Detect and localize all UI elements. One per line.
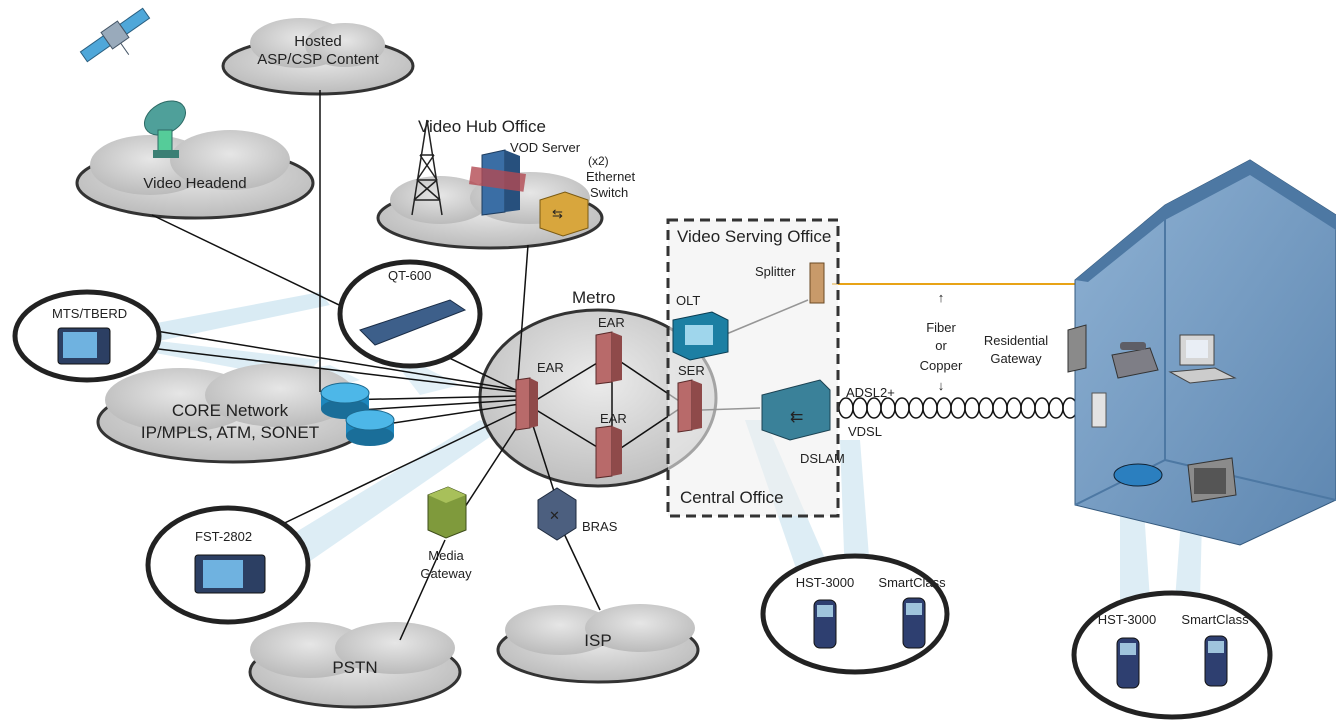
hosted-label-2: ASP/CSP Content: [257, 51, 379, 68]
bras-icon: ✕: [537, 487, 577, 541]
fst-bubble: FST-2802: [145, 505, 311, 625]
ethernet-switch-icon: ⇆: [539, 191, 589, 237]
mts-label: MTS/TBERD: [52, 306, 127, 321]
switch-label-3: Switch: [590, 185, 628, 200]
dslam-label: DSLAM: [800, 451, 845, 466]
switch-label-2: Ethernet: [586, 169, 636, 184]
cloud-core: CORE Network IP/MPLS, ATM, SONET: [96, 363, 370, 464]
bras-label: BRAS: [582, 519, 618, 534]
ear-top-icon: [595, 331, 622, 385]
ear-top-label: EAR: [598, 315, 625, 330]
fiber-label-1: Fiber: [926, 320, 956, 335]
central-office-label: Central Office: [680, 488, 784, 507]
tester-bubble-right: HST-3000 SmartClass: [1071, 590, 1273, 720]
remote-icon: [1113, 463, 1163, 487]
phone-icon: [1111, 342, 1159, 379]
switch-label-1: (x2): [588, 154, 609, 168]
radio-tower-icon: [411, 119, 443, 216]
residential-gateway-label-1: Residential: [984, 333, 1048, 348]
media-gateway-label-2: Gateway: [420, 566, 472, 581]
vod-server-label: VOD Server: [510, 140, 581, 155]
tester-bubble-left: HST-3000 SmartClass: [760, 553, 950, 675]
pstn-label: PSTN: [332, 658, 377, 677]
svg-text:⇆: ⇆: [552, 206, 563, 221]
fiber-label-3: Copper: [920, 358, 963, 373]
core-label-2: IP/MPLS, ATM, SONET: [141, 423, 319, 442]
cloud-video-headend: Video Headend: [75, 130, 315, 220]
adsl-label: ADSL2+: [846, 385, 895, 400]
satellite-icon: [79, 7, 151, 63]
residential-gateway-icon: [1067, 324, 1087, 373]
ear-left-label: EAR: [537, 360, 564, 375]
smartclass-right-label: SmartClass: [1181, 612, 1249, 627]
splitter-icon: [809, 262, 825, 304]
isp-label: ISP: [584, 631, 611, 650]
smartclass-left-label: SmartClass: [878, 575, 946, 590]
hst-right-label: HST-3000: [1098, 612, 1157, 627]
svg-text:✕: ✕: [549, 508, 560, 523]
hst-left-label: HST-3000: [796, 575, 855, 590]
satellite-dish-icon: [144, 100, 186, 158]
olt-icon: [672, 311, 729, 361]
ear-mid-icon: [595, 425, 622, 479]
olt-label: OLT: [676, 293, 700, 308]
media-gateway-label-1: Media: [428, 548, 464, 563]
media-gateway-icon: [427, 486, 467, 539]
ser-icon: [677, 379, 702, 433]
wall-jack-icon: [1091, 392, 1107, 428]
copper-coil: [838, 397, 1092, 419]
dslam-icon: ⇇: [761, 379, 831, 441]
fiber-arrow-down-icon: ↓: [938, 378, 945, 393]
tv-icon: [1187, 457, 1237, 503]
qt600-bubble: QT-600: [337, 259, 483, 369]
cloud-pstn: PSTN: [248, 622, 462, 709]
core-router-icon: [320, 382, 395, 446]
headend-label: Video Headend: [143, 175, 246, 192]
ear-mid-label: EAR: [600, 411, 627, 426]
video-serving-office-label: Video Serving Office: [677, 227, 831, 246]
video-hub-label: Video Hub Office: [418, 117, 546, 136]
cloud-hosted: Hosted ASP/CSP Content: [221, 18, 415, 96]
splitter-label: Splitter: [755, 264, 796, 279]
computer-icon: [1168, 334, 1237, 384]
residential-gateway-label-2: Gateway: [990, 351, 1042, 366]
qt600-label: QT-600: [388, 268, 431, 283]
vod-server-icon: [469, 149, 526, 216]
fiber-label-2: or: [935, 338, 947, 353]
fst-label: FST-2802: [195, 529, 252, 544]
ser-label: SER: [678, 363, 705, 378]
ear-left-icon: [515, 377, 538, 431]
mts-bubble: MTS/TBERD: [12, 289, 162, 383]
vdsl-label: VDSL: [848, 424, 882, 439]
svg-text:⇇: ⇇: [790, 409, 803, 426]
metro-label: Metro: [572, 288, 615, 307]
hosted-label-1: Hosted: [294, 33, 342, 50]
fiber-arrow-up-icon: ↑: [938, 290, 945, 305]
cloud-isp: ISP: [496, 604, 700, 684]
core-label-1: CORE Network: [172, 401, 289, 420]
